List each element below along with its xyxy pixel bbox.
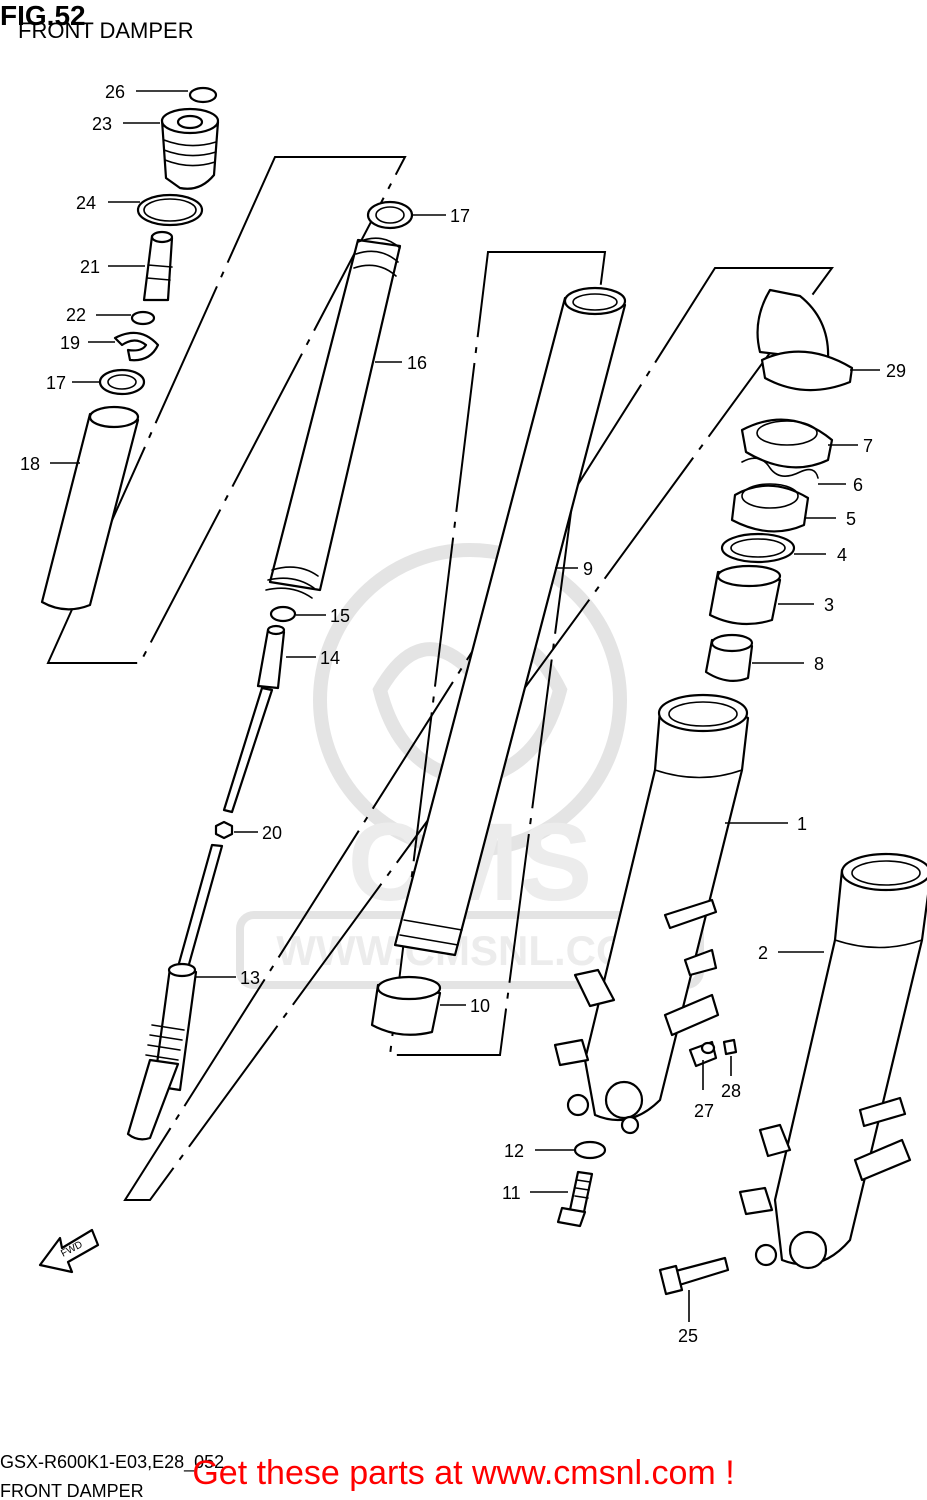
part-17-washer-right: [366, 200, 414, 230]
section-title: FRONT DAMPER: [0, 1481, 144, 1500]
callout-12: 12: [504, 1141, 524, 1161]
leader-lines: [50, 90, 880, 1322]
callout-17-right: 17: [450, 206, 470, 226]
part-2-outer-tube-right: [738, 852, 927, 1270]
part-28-bleed-cap: [722, 1038, 738, 1056]
part-17-washer-left: [98, 368, 146, 396]
callout-labels: 26 23 24 21 22 19 17 18 17 16 15 14 20 1…: [20, 82, 906, 1346]
callout-16: 16: [407, 353, 427, 373]
callout-26: 26: [105, 82, 125, 102]
part-10-bushing: [370, 975, 442, 1036]
callout-9: 9: [583, 559, 593, 579]
figure-title: FRONT DAMPER: [18, 18, 194, 43]
part-20-nut: [214, 820, 234, 840]
part-22-o-ring: [130, 310, 156, 326]
callout-4: 4: [837, 545, 847, 565]
callout-19: 19: [60, 333, 80, 353]
part-26-o-ring: [188, 86, 218, 104]
inner-assembly-frame: [46, 156, 407, 664]
outer-assembly-frame: [123, 267, 834, 1201]
part-23-cap-bolt: [160, 107, 220, 190]
part-21-adjuster-rod: [142, 230, 174, 302]
inner-tube-frame: [388, 251, 607, 1056]
part-8-slide-bushing: [704, 633, 754, 683]
part-5-oil-seal: [730, 483, 810, 533]
part-29-dust-cover: [756, 288, 854, 392]
callout-7: 7: [863, 436, 873, 456]
callout-21: 21: [80, 257, 100, 277]
forward-arrow-icon: FWD: [38, 1228, 100, 1274]
callout-3: 3: [824, 595, 834, 615]
callout-23: 23: [92, 114, 112, 134]
callout-8: 8: [814, 654, 824, 674]
part-7-dust-seal: [740, 418, 834, 469]
part-11-bolt: [556, 1170, 594, 1228]
part-6-stopper-ring: [741, 457, 819, 479]
promo-link[interactable]: Get these parts at www.cmsnl.com !: [192, 1454, 735, 1492]
part-19-circlip: [113, 331, 160, 362]
callout-18: 18: [20, 454, 40, 474]
part-24-o-ring: [136, 193, 204, 227]
part-14-rebound-rod: [222, 624, 286, 814]
callout-1: 1: [797, 814, 807, 834]
callout-27: 27: [694, 1101, 714, 1121]
part-1-outer-tube-left: [553, 693, 750, 1135]
part-18-spacer: [40, 405, 140, 611]
callout-11: 11: [502, 1183, 521, 1203]
watermark-url-text: WWW.CMSNL.COM: [276, 927, 663, 974]
watermark-logo-face: [372, 637, 568, 788]
callout-2: 2: [758, 943, 768, 963]
callout-10: 10: [470, 996, 490, 1016]
model-code: GSX-R600K1-E03,E28_052: [0, 1452, 224, 1473]
callout-20: 20: [262, 823, 282, 843]
callout-22: 22: [66, 305, 86, 325]
callout-14: 14: [320, 648, 340, 668]
part-15-washer: [269, 605, 297, 623]
callout-5: 5: [846, 509, 856, 529]
callout-13: 13: [240, 968, 260, 988]
part-25-pinch-bolt: [658, 1256, 730, 1296]
watermark-url-frame: [236, 911, 704, 989]
part-16-fork-spring: [265, 237, 402, 599]
callout-25: 25: [678, 1326, 698, 1346]
callout-28: 28: [721, 1081, 741, 1101]
part-13-damper-rod: [126, 843, 224, 1141]
callout-29: 29: [886, 361, 906, 381]
figure-number: FIG.52: [0, 0, 86, 31]
part-27-bleed-screw: [688, 1040, 718, 1068]
callout-6: 6: [853, 475, 863, 495]
callout-24: 24: [76, 193, 96, 213]
part-3-guide-bushing: [708, 564, 782, 626]
callout-17-left: 17: [46, 373, 66, 393]
part-9-inner-tube: [393, 286, 627, 957]
part-12-gasket: [573, 1140, 607, 1160]
callout-15: 15: [330, 606, 350, 626]
